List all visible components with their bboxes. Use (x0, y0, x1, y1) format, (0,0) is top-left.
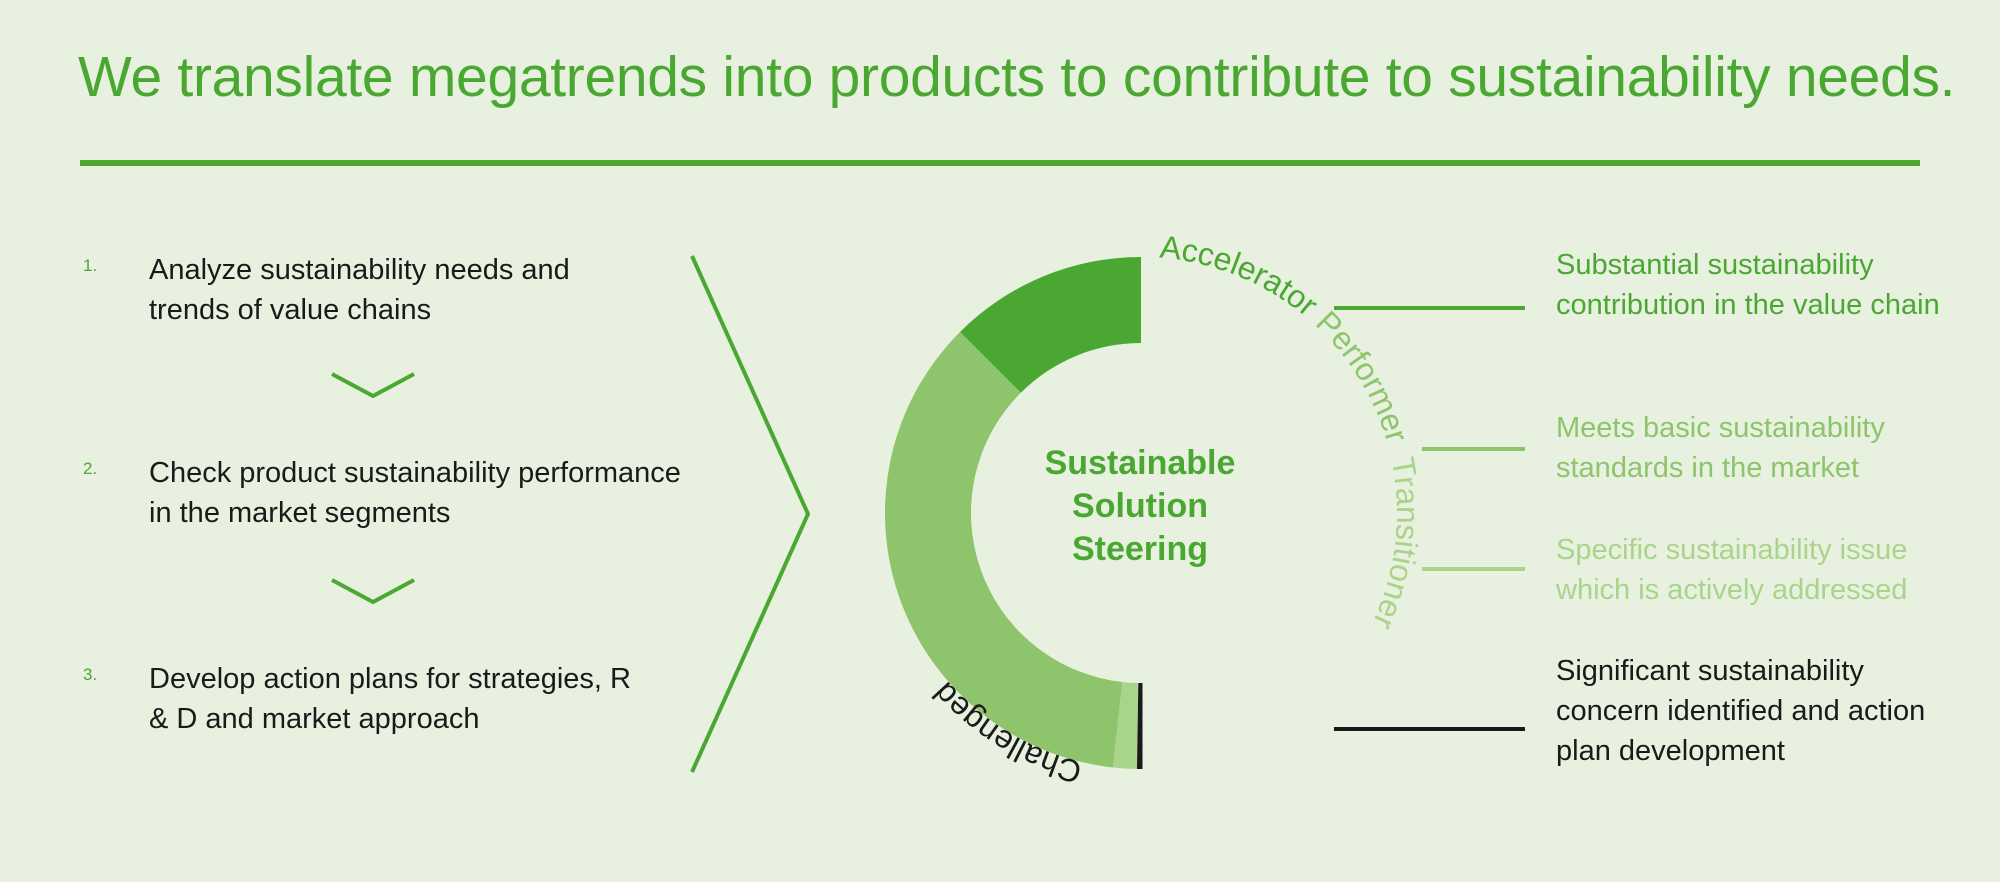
center-label-line-2: Solution (1072, 487, 1208, 525)
description-performer: Meets basic sustainability standards in … (1556, 412, 1885, 484)
step-3-number: 3. (83, 665, 98, 684)
arc-label-performer: Performer (1309, 304, 1415, 447)
donut-segment-transitioner (1112, 681, 1139, 769)
donut-segment-accelerator (959, 257, 1141, 393)
center-label: Sustainable Solution Steering (1000, 442, 1280, 571)
chevron-down-icon (331, 372, 415, 399)
center-label-line-1: Sustainable (1044, 444, 1236, 482)
step-2-text: Check product sustainability performance… (149, 457, 681, 529)
chevron-down-icon (331, 578, 415, 605)
page-title: We translate megatrends into products to… (78, 45, 1956, 109)
step-1-text: Analyze sustainability needs and trends … (149, 254, 570, 326)
description-accelerator: Substantial sustainability contribution … (1556, 249, 1940, 321)
arc-label-accelerator: Accelerator (1158, 229, 1325, 324)
center-label-line-3: Steering (1071, 530, 1209, 568)
arc-label-transitioner: Transitioner (1366, 454, 1426, 635)
donut-segment-performer (885, 331, 1123, 768)
half-donut-chart (885, 257, 1143, 769)
description-transitioner: Specific sustainability issue which is a… (1556, 534, 1908, 606)
step-2-number: 2. (83, 459, 98, 478)
title-divider (80, 160, 1920, 166)
chevron-right-icon (690, 255, 811, 773)
step-3-text: Develop action plans for strategies, R &… (149, 663, 631, 735)
step-1-number: 1. (83, 256, 98, 275)
description-challenged: Significant sustainability concern ident… (1556, 655, 1926, 767)
